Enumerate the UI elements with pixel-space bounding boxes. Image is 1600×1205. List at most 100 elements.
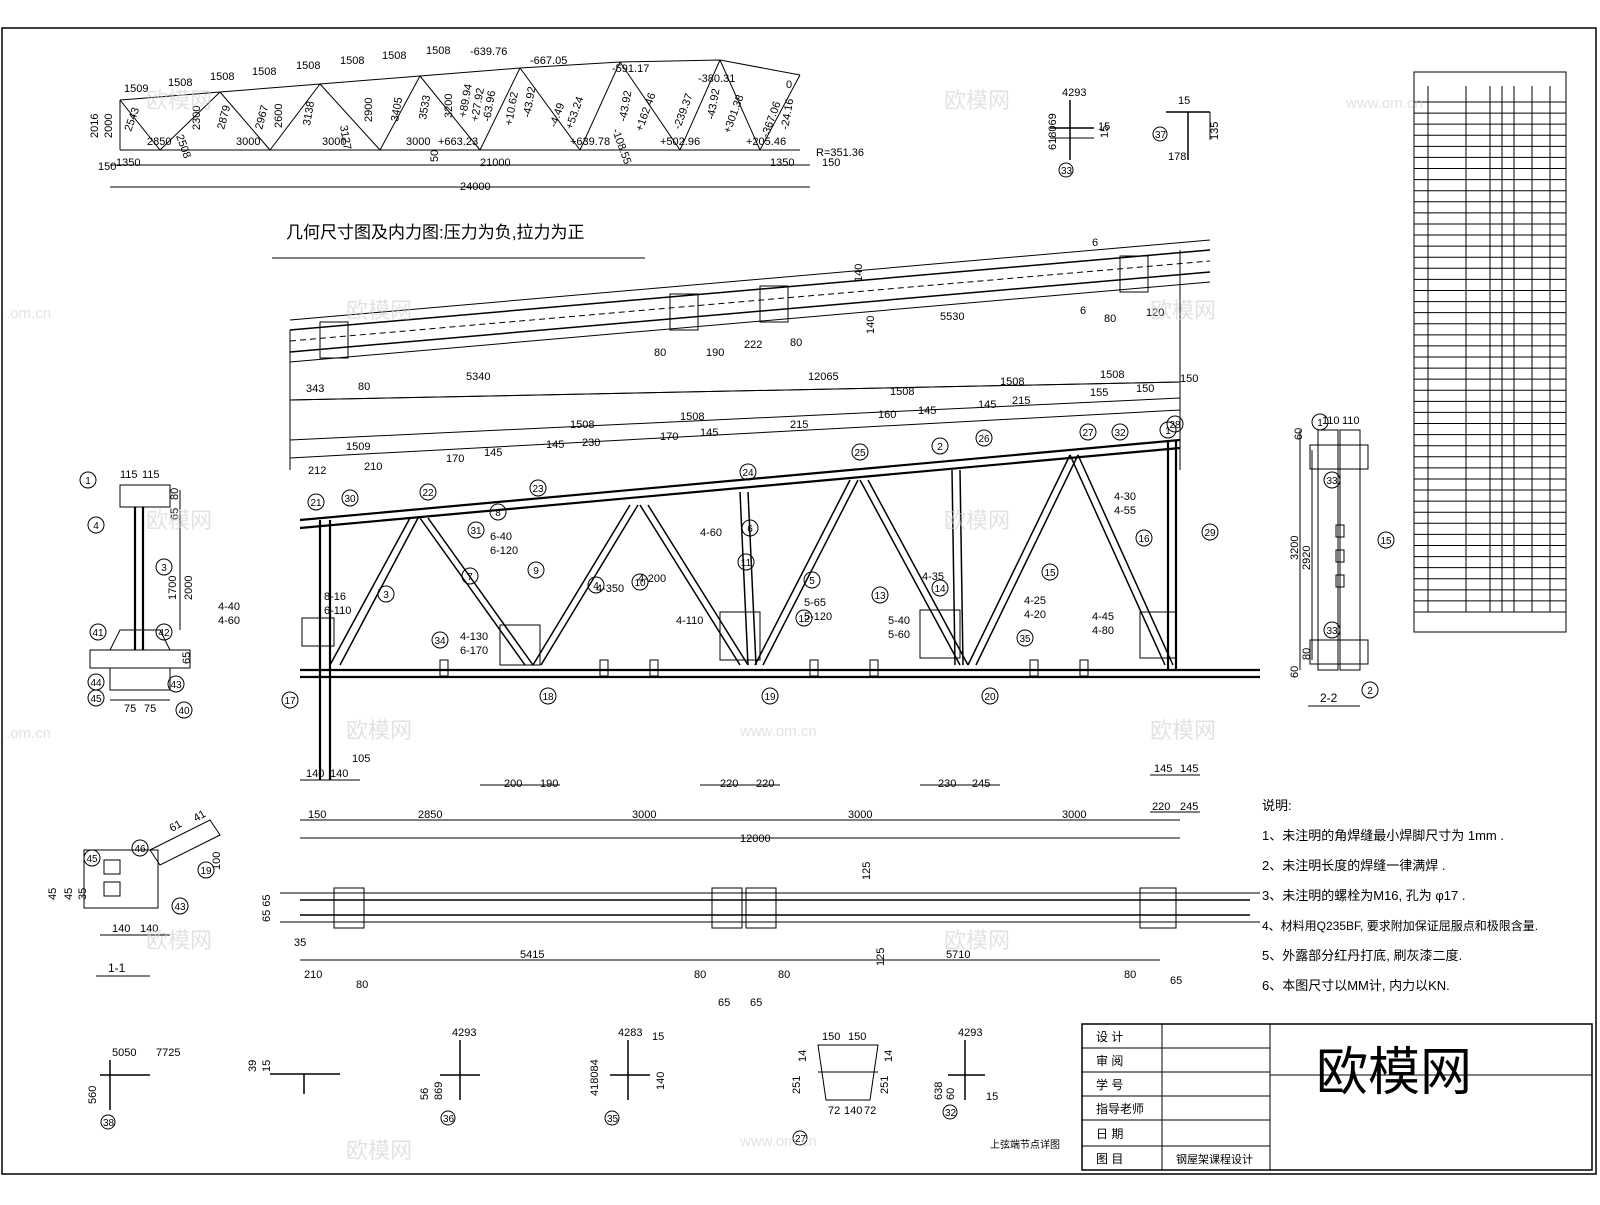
web-force-2: +27.92	[469, 87, 487, 123]
bc-dim-80-c: 80	[778, 969, 790, 981]
tb-row-6: 图 目	[1096, 1152, 1123, 1166]
web-force-7: +53.24	[564, 95, 587, 131]
bc-dim-65-65: 65 65	[261, 894, 273, 922]
elev-dim-150-b: 150	[1180, 373, 1198, 385]
svg-text:4: 4	[593, 581, 599, 592]
truss-elevation: 12065 1508 1508 1508 1508 1508 1509 212 …	[218, 369, 1260, 845]
bottom-caption: 上弦端节点详图	[990, 1138, 1060, 1151]
part-balloon: 10	[631, 573, 649, 591]
section-2-2-balloon: 15	[1377, 531, 1395, 549]
ls-dim-65-b: 65	[181, 652, 193, 664]
bottom-chord-plan: 125 5415 5710 125 210 80 80 80 65 65 80 …	[261, 862, 1260, 1009]
weld-4-60: 4-60	[218, 615, 240, 627]
weld-6-170: 6-170	[460, 645, 488, 657]
part-balloon: 17	[281, 691, 299, 709]
part-balloon: 16	[1135, 529, 1153, 547]
elev-dim-1508-b: 1508	[1000, 376, 1024, 388]
weld-4-130: 4-130	[460, 631, 488, 643]
bottom-detail-row: 5050 7725 560 38 39 15 4293 56 869 36 42…	[87, 1027, 1060, 1151]
d33-label: 33	[1061, 166, 1073, 177]
elev-bot-140-b: 140	[330, 768, 348, 780]
left-section-balloon: 45	[87, 689, 105, 707]
uc-dim-140-a: 140	[853, 264, 865, 282]
uc-dim-343: 343	[306, 383, 324, 395]
weld-4-45: 4-45	[1092, 611, 1114, 623]
svg-text:3: 3	[161, 563, 167, 574]
bd-35-label: 35	[607, 1114, 619, 1125]
svg-text:10: 10	[634, 578, 646, 589]
watermark-6: 欧模网	[944, 508, 1010, 533]
weld-4-55: 4-55	[1114, 505, 1136, 517]
svg-text:4: 4	[93, 521, 99, 532]
bd-35-dim-15: 15	[652, 1031, 664, 1043]
svg-text:29: 29	[1204, 528, 1216, 539]
weld-4-60-b: 4-60	[700, 527, 722, 539]
note-3: 3、未注明的螺栓为M16, 孔为 φ17 .	[1262, 888, 1465, 903]
elev-dim-145-a: 145	[484, 447, 502, 459]
svg-text:9: 9	[533, 566, 539, 577]
svg-text:35: 35	[1019, 634, 1031, 645]
tb-row-4: 指导老师	[1096, 1101, 1144, 1116]
elev-dim-150-a: 150	[1136, 383, 1154, 395]
watermark-2: 欧模网	[944, 88, 1010, 113]
part-balloon: 5	[803, 571, 821, 589]
web-force-3: -63.96	[481, 90, 498, 123]
note-1: 1、未注明的角焊缝最小焊脚尺寸为 1mm .	[1262, 828, 1504, 843]
part-balloon: 4	[587, 576, 605, 594]
elev-dim-210: 210	[364, 461, 382, 473]
bd-35-dim-140: 140	[655, 1072, 667, 1090]
part-balloon: 13	[871, 586, 889, 604]
web-force-5: -43.92	[521, 86, 538, 119]
bc-dim-80-b: 80	[694, 969, 706, 981]
watermark-3: 欧模网	[346, 298, 412, 323]
note-2: 2、未注明长度的焊缝一律满焊 .	[1262, 858, 1445, 873]
web-length-4: 2879	[215, 104, 233, 131]
s22-dim-60-b: 60	[1289, 666, 1301, 678]
svg-text:15: 15	[1044, 568, 1056, 579]
svg-text:1: 1	[1165, 426, 1171, 437]
watermark-8: 欧模网	[1150, 718, 1216, 743]
web-force-15: -24.16	[779, 98, 796, 131]
svg-text:42: 42	[158, 628, 170, 639]
weld-4-25: 4-25	[1024, 595, 1046, 607]
force-bottom-2: +639.78	[570, 136, 610, 148]
uc-dim-6-b: 6	[1080, 305, 1086, 317]
elev-bot-245-a: 245	[972, 778, 990, 790]
bc-dim-65-c: 65	[1170, 975, 1182, 987]
panel-5: 1508	[296, 60, 320, 72]
web-force-9: -43.92	[617, 90, 634, 123]
elev-dim-145-d: 145	[918, 405, 936, 417]
part-balloon: 29	[1201, 523, 1219, 541]
svg-text:25: 25	[854, 448, 866, 459]
web-length-2: 2508	[173, 133, 193, 160]
uc-dim-6-a: 6	[1092, 237, 1098, 249]
bd-27-dim-251-a: 251	[791, 1076, 803, 1094]
svg-text:43: 43	[174, 902, 186, 913]
watermark-url-3: www.om.cn	[1345, 95, 1423, 112]
d33-dim-15-b: 15	[1099, 126, 1111, 138]
bd-36-dim-56: 56	[419, 1088, 431, 1100]
geometry-caption: 几何尺寸图及内力图:压力为负,拉力为正	[286, 223, 584, 242]
svg-text:44: 44	[90, 678, 102, 689]
part-balloon: 27	[1079, 423, 1097, 441]
part-balloon: 3	[377, 585, 395, 603]
web-length-11: 3533	[417, 94, 433, 120]
bd-27-dim-150-b: 150	[848, 1031, 866, 1043]
part-balloon: 11	[737, 553, 755, 571]
watermark-4: 欧模网	[1150, 298, 1216, 323]
svg-text:40: 40	[178, 706, 190, 717]
section-1-1-title: 1-1	[108, 961, 126, 975]
elev-bot-3000-b: 3000	[848, 809, 872, 821]
tb-drawing-name: 钢屋架课程设计	[1176, 1153, 1253, 1166]
s11-dim-45-a: 45	[47, 888, 59, 900]
force-top-4: -380.31	[698, 73, 735, 85]
uc-dim-140-b: 140	[865, 316, 877, 334]
bc-dim-5415: 5415	[520, 949, 544, 961]
bd-32-dim-60: 60	[945, 1088, 957, 1100]
